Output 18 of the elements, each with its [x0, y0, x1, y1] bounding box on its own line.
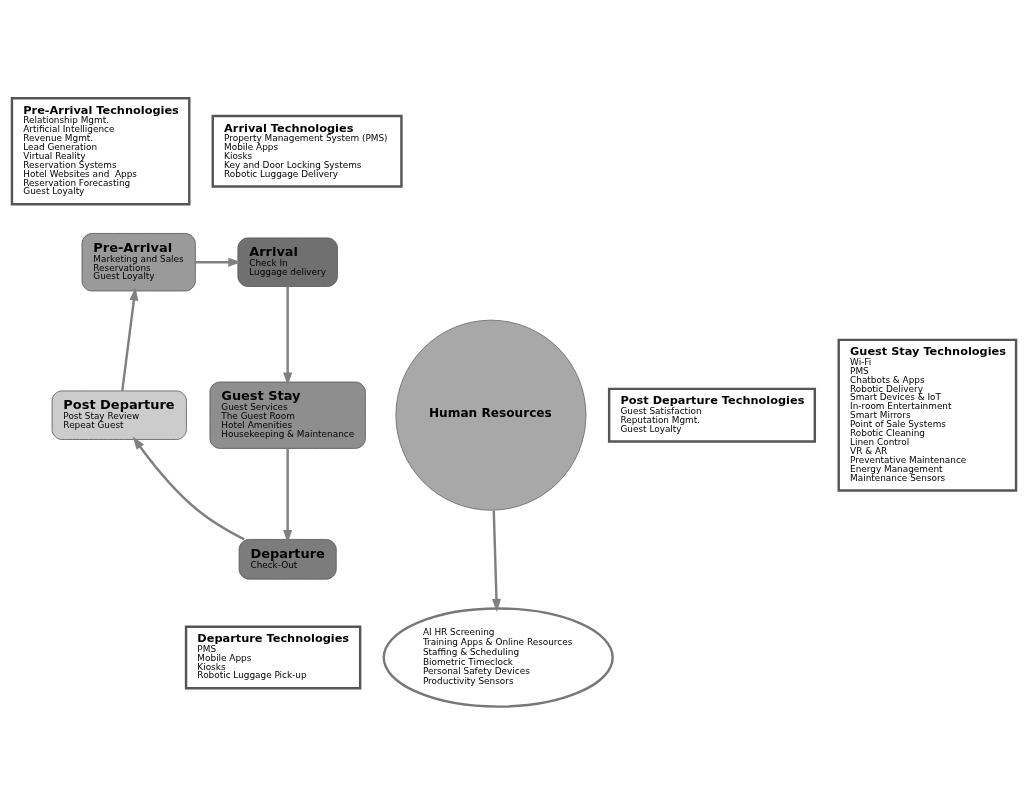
arrow [283, 286, 293, 386]
node-box: Departure Technologies PMS Mobile Apps Kiosks Robotic Luggage Pick-up [184, 625, 362, 690]
arrow [121, 287, 139, 392]
node-box: Arrival Technologies Property Management System (PMS) Mobile Apps Kiosks Key and Door Locking Systems Robotic Luggage Delivery [211, 114, 403, 188]
node-ellipse: AI HR Screening Training Apps & Online Resources Staffing & Scheduling Biometric Timeclock Personal Safety Devices Productivity Sensors [382, 607, 614, 708]
node-box: Guest Stay Guest Services The Guest Room Hotel Amenities Housekeeping & Maintenance [209, 381, 366, 449]
node-box: Arrival Check In Luggage delivery [237, 237, 338, 287]
arrow [195, 257, 242, 267]
node-box: Post Departure Technologies Guest Satisfaction Reputation Mgmt. Guest Loyalty [607, 387, 817, 443]
arrow [283, 448, 293, 543]
node-circle: Human Resources [395, 319, 587, 511]
arrow [132, 436, 245, 541]
node-box: Departure Check-Out [238, 539, 337, 580]
node-box: Guest Stay Technologies Wi-Fi PMS Chatbots & Apps Robotic Delivery Smart Devices & IoT In-room Entertainment Smart Mirrors Point of Sale Systems Robotic Cleaning Linen Control VR & AR Preventative Maintenance Energy Management Maintenance Sensors [837, 338, 1018, 492]
node-box: Pre-Arrival Marketing and Sales Reservations Guest Loyalty [81, 233, 196, 292]
node-box: Pre-Arrival Technologies Relationship Mgmt. Artificial Intelligence Revenue Mgmt. Lead Generation Virtual Reality Reservation Systems Hotel Websites and Apps Reservation Forecasting Guest Loyalty [10, 97, 191, 206]
arrow [491, 510, 501, 612]
node-box: Post Departure Post Stay Review Repeat Guest [51, 390, 187, 440]
